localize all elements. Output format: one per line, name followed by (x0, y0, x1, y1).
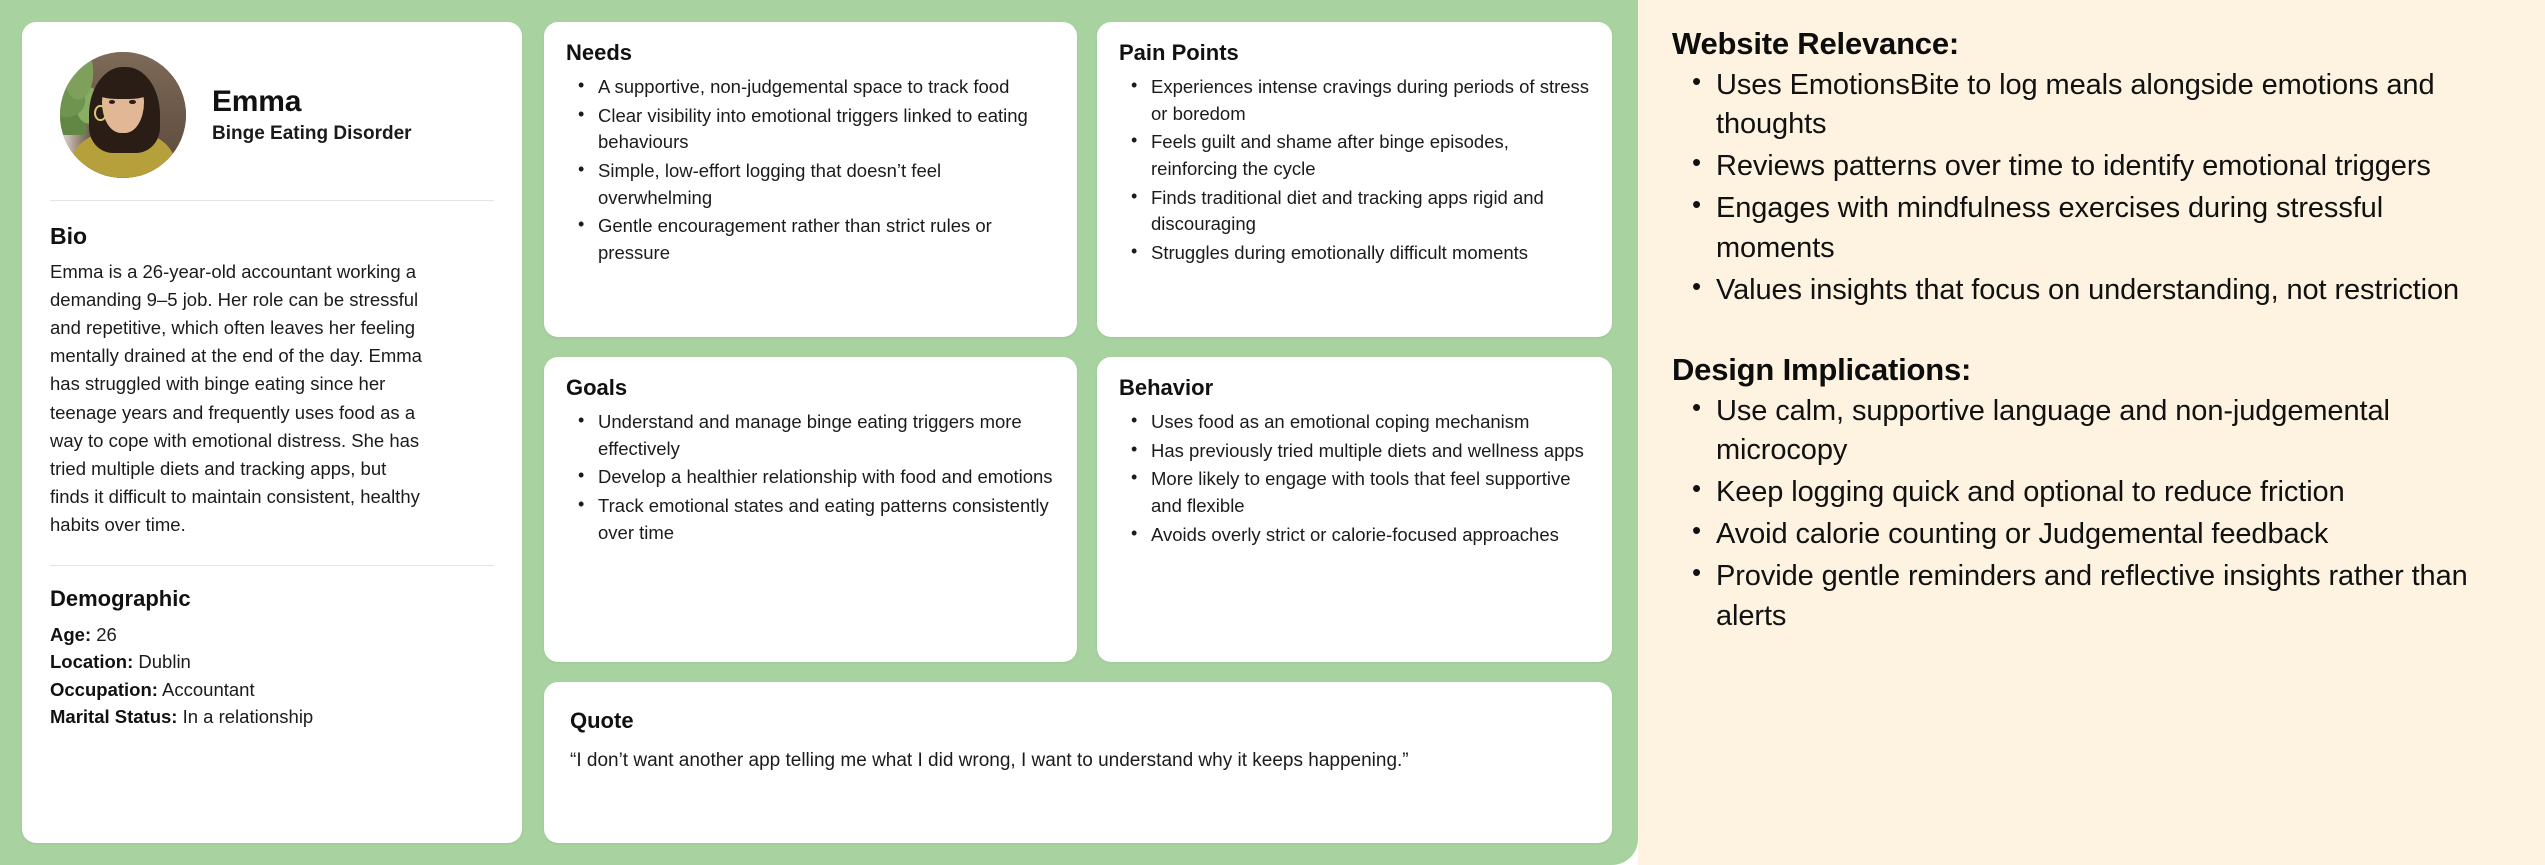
demographic-label: Location: (50, 651, 134, 673)
design-implications-list: Use calm, supportive language and non-ju… (1690, 390, 2505, 636)
divider-top (50, 200, 494, 201)
list-item: Uses food as an emotional coping mechani… (1131, 408, 1590, 436)
profile-identity: Emma Binge Eating Disorder (212, 85, 412, 145)
demographic-value: In a relationship (182, 706, 314, 728)
quote-title: Quote (570, 708, 634, 733)
list-item: A supportive, non-judgemental space to t… (578, 73, 1055, 101)
demographic-row: Marital Status: In a relationship (50, 703, 496, 730)
profile-header: Emma Binge Eating Disorder (48, 42, 496, 194)
goals-title: Goals (566, 375, 628, 400)
list-item: Uses EmotionsBite to log meals alongside… (1690, 64, 2505, 144)
list-item: Avoids overly strict or calorie-focused … (1131, 521, 1590, 549)
cards-row-middle: Goals Understand and manage binge eating… (544, 357, 1612, 662)
needs-card: Needs A supportive, non-judgemental spac… (544, 22, 1077, 337)
demographic-label: Marital Status: (50, 706, 178, 728)
list-item: Develop a healthier relationship with fo… (578, 463, 1055, 491)
list-item: Has previously tried multiple diets and … (1131, 437, 1590, 465)
needs-title: Needs (566, 40, 633, 65)
list-item: Finds traditional diet and tracking apps… (1131, 183, 1590, 238)
list-item: Reviews patterns over time to identify e… (1690, 145, 2505, 186)
list-item: Feels guilt and shame after binge episod… (1131, 128, 1590, 182)
profile-card: Emma Binge Eating Disorder Bio Emma is a… (22, 22, 522, 843)
list-item: Use calm, supportive language and non-ju… (1690, 390, 2505, 470)
persona-name: Emma (212, 85, 302, 119)
list-item: Keep logging quick and optional to reduc… (1690, 471, 2505, 512)
list-item: Simple, low-effort logging that doesn’t … (578, 157, 1055, 211)
notes-panel: Website Relevance: Uses EmotionsBite to … (1638, 0, 2545, 865)
website-relevance-heading: Website Relevance: (1672, 26, 1960, 61)
list-item: Experiences intense cravings during peri… (1131, 73, 1590, 127)
demographic-label: Occupation: (50, 678, 158, 700)
list-item: Avoid calorie counting or Judgemental fe… (1690, 513, 2505, 554)
pain-points-list: Experiences intense cravings during peri… (1131, 73, 1590, 267)
quote-card: Quote “I don’t want another app telling … (544, 682, 1612, 843)
list-item: Values insights that focus on understand… (1690, 269, 2505, 310)
demographic-value: Dublin (138, 651, 191, 673)
quote-text: “I don’t want another app telling me wha… (570, 750, 1409, 771)
list-item: Track emotional states and eating patter… (578, 492, 1055, 546)
list-item: Clear visibility into emotional triggers… (578, 102, 1055, 156)
bio-text: Emma is a 26-year-old accountant working… (50, 261, 422, 535)
pain-points-title: Pain Points (1119, 40, 1239, 65)
goals-card: Goals Understand and manage binge eating… (544, 357, 1077, 662)
demographic-row: Occupation: Accountant (50, 676, 496, 703)
cards-row-bottom: Quote “I don’t want another app telling … (544, 682, 1612, 843)
behavior-card: Behavior Uses food as an emotional copin… (1097, 357, 1612, 662)
demographic-label: Age: (50, 624, 92, 646)
website-relevance-list: Uses EmotionsBite to log meals alongside… (1690, 64, 2505, 310)
behavior-list: Uses food as an emotional coping mechani… (1131, 408, 1590, 549)
list-item: Gentle encouragement rather than strict … (578, 212, 1055, 266)
design-implications-heading: Design Implications: (1672, 351, 1972, 387)
needs-list: A supportive, non-judgemental space to t… (578, 73, 1055, 266)
persona-cards-grid: Needs A supportive, non-judgemental spac… (544, 22, 1612, 843)
list-item: Struggles during emotionally difficult m… (1131, 239, 1590, 267)
demographic-list: Age: 26 Location: Dublin Occupation: Acc… (50, 621, 496, 731)
demographic-row: Location: Dublin (50, 648, 496, 675)
demographic-value: 26 (96, 624, 117, 646)
pain-points-card: Pain Points Experiences intense cravings… (1097, 22, 1612, 337)
goals-list: Understand and manage binge eating trigg… (578, 408, 1055, 546)
list-item: Provide gentle reminders and reflective … (1690, 555, 2505, 635)
demographic-value: Accountant (162, 678, 255, 700)
avatar (60, 52, 186, 178)
behavior-title: Behavior (1119, 375, 1214, 400)
demographic-heading: Demographic (50, 586, 191, 612)
persona-role: Binge Eating Disorder (212, 122, 412, 144)
cards-row-top: Needs A supportive, non-judgemental spac… (544, 22, 1612, 337)
persona-panel: Emma Binge Eating Disorder Bio Emma is a… (0, 0, 1638, 865)
list-item: More likely to engage with tools that fe… (1131, 465, 1590, 519)
list-item: Engages with mindfulness exercises durin… (1690, 187, 2505, 267)
demographic-row: Age: 26 (50, 621, 496, 648)
bio-heading: Bio (50, 223, 88, 249)
list-item: Understand and manage binge eating trigg… (578, 408, 1055, 462)
divider-bottom (50, 565, 494, 567)
